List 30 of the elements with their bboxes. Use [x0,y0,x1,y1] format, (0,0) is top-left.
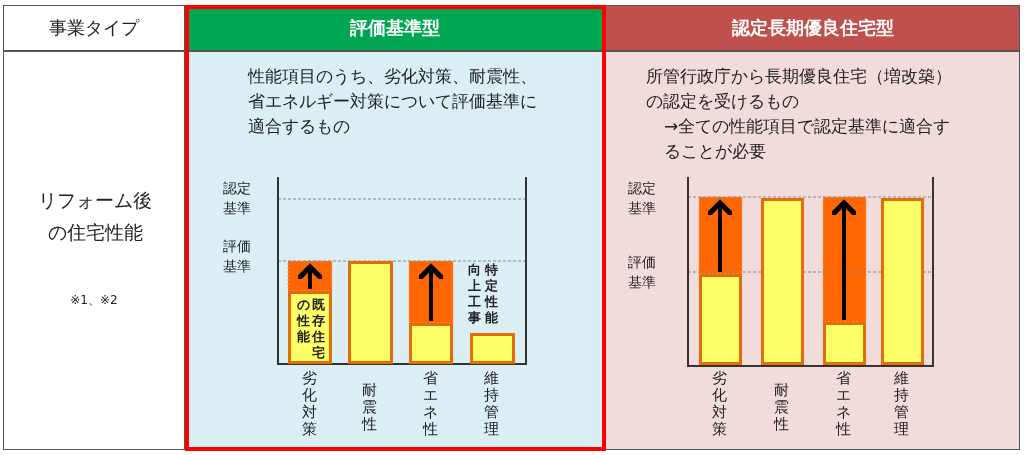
bar [881,198,924,365]
bar [348,261,393,364]
category-label: 維持管理 [483,370,500,438]
header-text: 認定長期優良住宅型 [730,16,895,40]
annotation-text: 特定性能向上工事 [466,262,500,327]
bar [699,274,742,365]
bar-label: 既存住宅の性能 [296,297,326,361]
axis-label: 認定基準 [222,179,252,218]
axis-label: 認定基準 [627,179,657,218]
row-heading: リフォーム後の住宅性能 [37,188,153,245]
category-label: 維持管理 [893,370,910,438]
axis-label: 評価基準 [222,237,252,276]
category-label: 劣化対策 [300,370,318,438]
category-label: 耐震性 [772,382,790,433]
description-text: →全ての性能項目で認定基準に適合することが必要 [664,115,952,163]
bar [761,198,804,365]
category-label: 省エネ性 [421,370,439,438]
axis-label: 評価基準 [627,253,657,292]
description-text: 性能項目のうち、劣化対策、耐震性、省エネルギー対策について評価基準に適合するもの [248,65,538,138]
bar [823,322,866,365]
bar [288,291,332,364]
category-label: 省エネ性 [834,370,852,438]
bar [470,333,515,364]
header-text: 事業タイプ [48,16,141,40]
footnote-mark: ※1、※2 [69,292,119,309]
description-text: 所管行政庁から長期優良住宅（増改築）の認定を受けるもの [646,65,953,113]
category-label: 耐震性 [360,382,378,433]
header-text: 評価基準型 [349,16,441,40]
category-label: 劣化対策 [711,370,728,438]
bar [409,323,453,364]
